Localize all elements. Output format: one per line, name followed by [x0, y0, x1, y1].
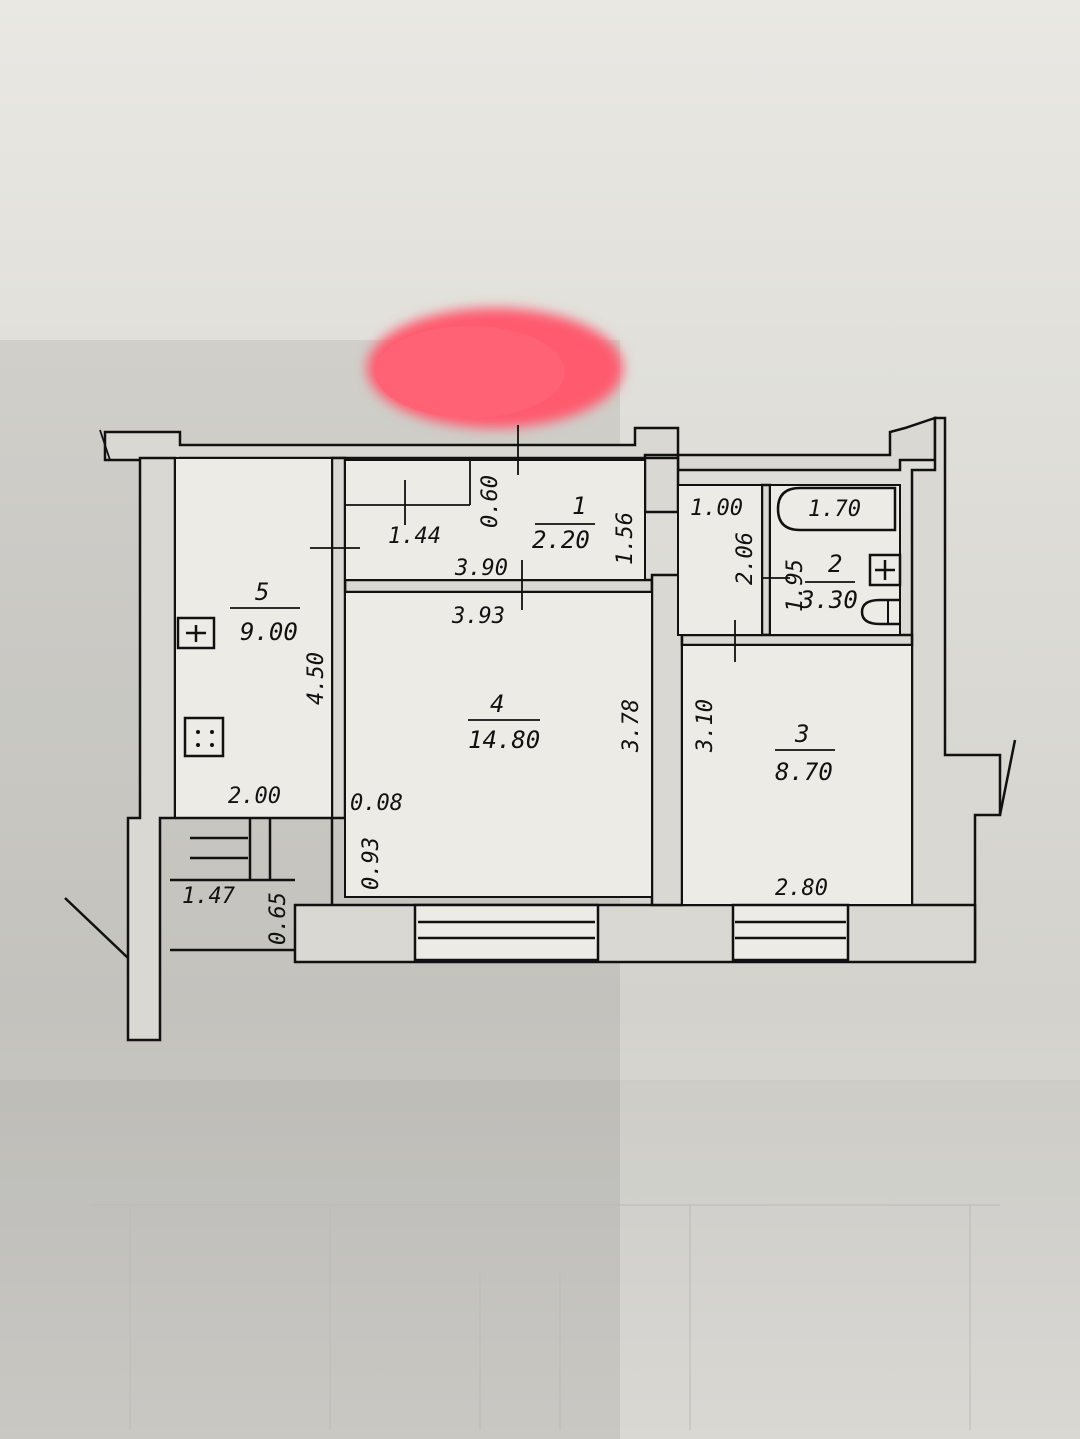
room-1-area [344, 459, 646, 581]
room-2-area [769, 484, 901, 636]
room-2-area-label: 3.30 [799, 586, 858, 614]
stove-fixture [183, 716, 225, 758]
dim-1-56: 1.56 [613, 512, 638, 565]
dim-3-78: 3.78 [619, 699, 644, 753]
dimension-marks [99, 425, 790, 662]
room-5-area-label: 9.00 [240, 618, 298, 646]
room-1-number: 1 [572, 492, 586, 520]
dim-3-93: 3.93 [451, 604, 505, 629]
dimension-labels: 1.44 0.60 1.56 1.00 1.70 3.90 3.93 2.06 … [182, 475, 861, 945]
room-4-number: 4 [490, 690, 504, 718]
dim-0-60: 0.60 [478, 475, 503, 528]
windows [413, 903, 850, 962]
dim-2-80: 2.80 [775, 876, 828, 901]
dim-1-47: 1.47 [182, 884, 236, 909]
corridor-area [677, 484, 763, 636]
photo-shadow-lower [0, 1080, 1080, 1439]
room-interiors [174, 457, 913, 906]
dim-2-00: 2.00 [228, 784, 281, 809]
washbasin-fixture [868, 553, 902, 587]
bathtub-fixture [776, 486, 897, 532]
bleed-through-lines [90, 1204, 1000, 1430]
toilet-fixture [860, 598, 900, 626]
sink-fixture [176, 616, 216, 650]
room-3-area-label: 8.70 [775, 758, 833, 786]
dim-0-08: 0.08 [350, 791, 403, 816]
room-1-area-label: 2.20 [532, 526, 590, 554]
dim-2-06: 2.06 [733, 532, 758, 585]
room-4-area [344, 591, 653, 898]
balcony [64, 739, 1017, 959]
room-4-area-label: 14.80 [468, 726, 540, 754]
dim-0-65: 0.65 [266, 892, 291, 945]
room-3-number: 3 [794, 720, 809, 748]
dim-1-44: 1.44 [388, 524, 441, 549]
redaction-mark [367, 308, 623, 428]
room-2-number: 2 [828, 550, 842, 578]
dim-1-70: 1.70 [808, 497, 861, 522]
dim-1-00: 1.00 [690, 496, 743, 521]
dim-4-50: 4.50 [304, 652, 329, 705]
dim-1-95: 1.95 [783, 559, 808, 612]
room-labels: 1 2.20 2 3.30 3 8.70 4 14.80 5 9.00 [230, 492, 858, 786]
dim-3-90: 3.90 [454, 556, 508, 581]
fixtures [176, 486, 902, 758]
dim-3-10: 3.10 [693, 699, 718, 753]
room-5-number: 5 [255, 578, 269, 606]
room-5-area [174, 457, 333, 819]
dim-0-93: 0.93 [359, 837, 384, 890]
